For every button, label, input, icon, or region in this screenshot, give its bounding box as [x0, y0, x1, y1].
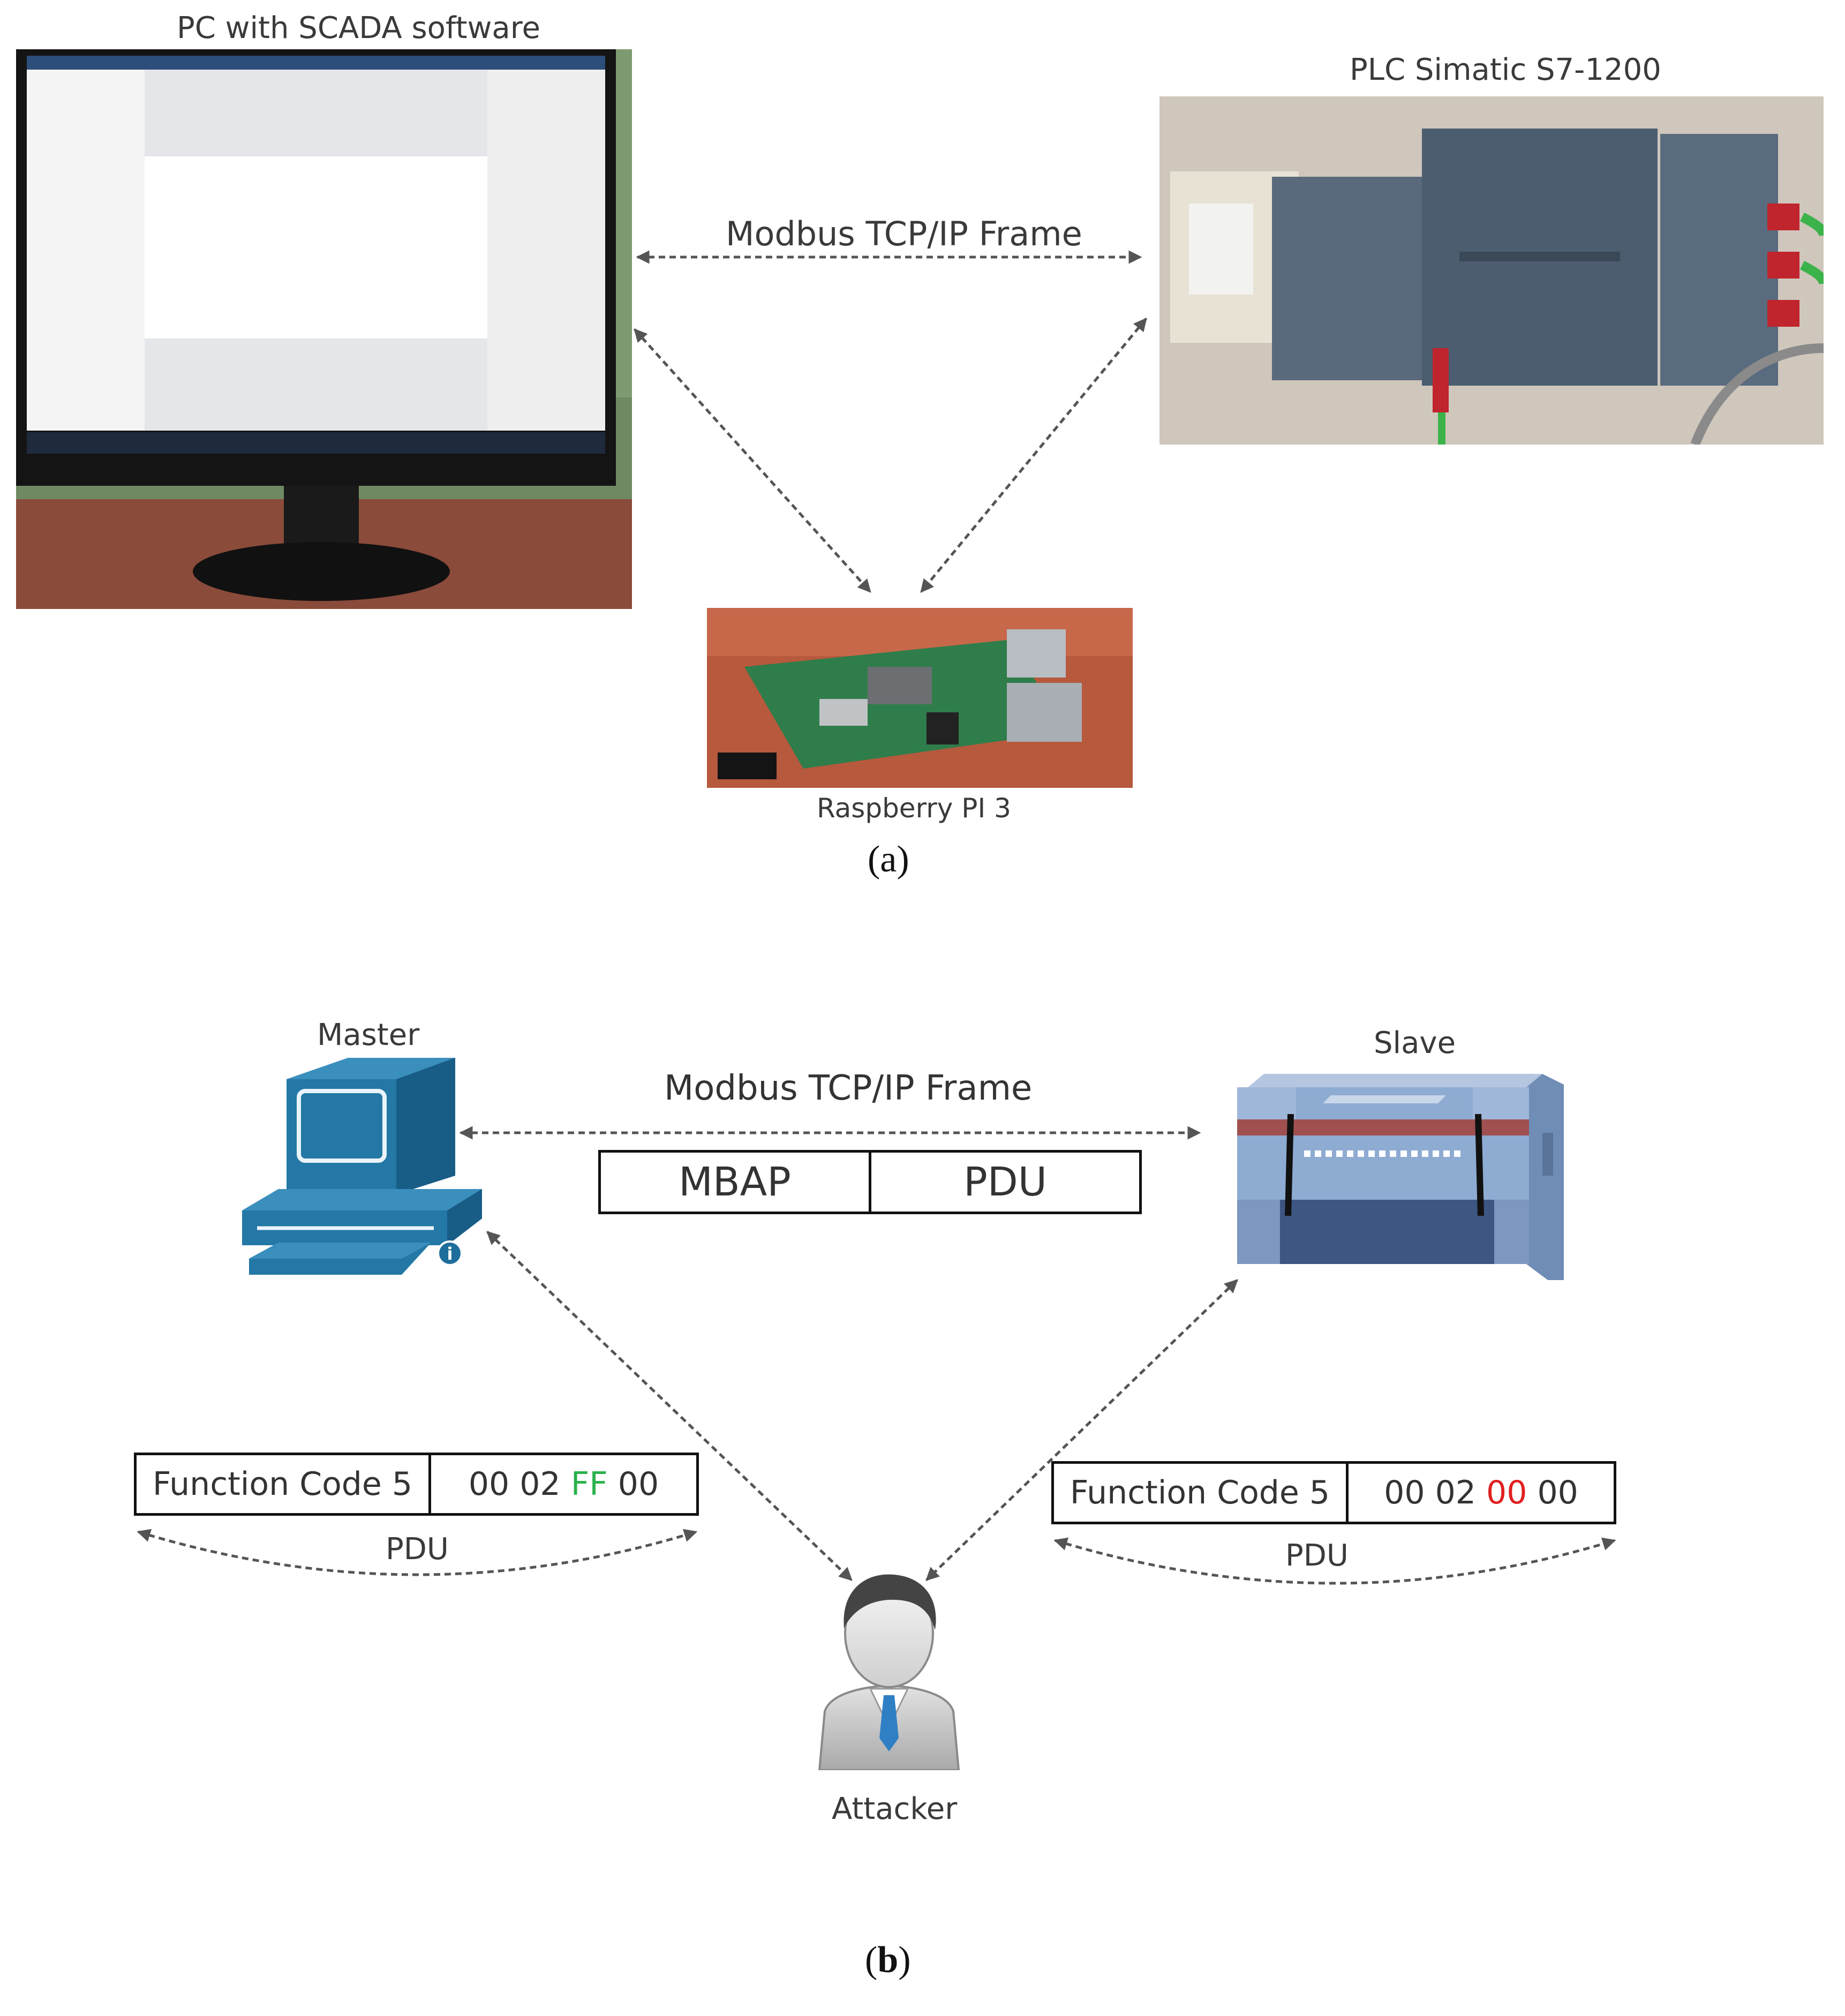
pc-label: PC with SCADA software [177, 11, 540, 46]
attacker-label: Attacker [832, 1792, 958, 1826]
plc-photo [1159, 96, 1824, 445]
pdu-field: PDU [869, 1150, 1142, 1214]
caption-b-close: ) [898, 1939, 911, 1981]
master-label: Master [317, 1018, 420, 1052]
frame-label-a: Modbus TCP/IP Frame [726, 214, 1082, 253]
arrow-plc-rpi [920, 318, 1147, 593]
pc-photo [16, 49, 632, 609]
caption-b-open: ( [865, 1939, 878, 1981]
left-function-code-field: Function Code 5 [134, 1453, 431, 1516]
caption-b-letter: b [877, 1939, 899, 1981]
slave-label: Slave [1374, 1026, 1456, 1060]
plc-label: PLC Simatic S7-1200 [1350, 52, 1661, 87]
left-pdu-span-arrow [137, 1529, 698, 1576]
arrow-slave-attacker [925, 1279, 1238, 1581]
computer-icon: i [236, 1058, 487, 1288]
caption-a: (a) [868, 839, 909, 880]
rpi-photo [707, 608, 1133, 788]
plc-icon [1232, 1071, 1564, 1285]
arrow-pc-rpi [634, 328, 871, 593]
rpi-label: Raspberry PI 3 [817, 793, 1011, 824]
right-pdu-span-arrow [1053, 1537, 1616, 1585]
right-data-prefix: 00 02 [1384, 1474, 1476, 1511]
right-data-suffix: 00 [1537, 1474, 1578, 1511]
frame-label-b: Modbus TCP/IP Frame [664, 1069, 1033, 1108]
caption-b: (b) [865, 1939, 911, 1982]
svg-text:i: i [447, 1244, 453, 1264]
attacker-icon [809, 1567, 969, 1771]
right-data-field: 00 02 00 00 [1346, 1461, 1616, 1524]
right-data-highlight: 00 [1486, 1474, 1527, 1511]
arrow-master-attacker [486, 1231, 853, 1581]
